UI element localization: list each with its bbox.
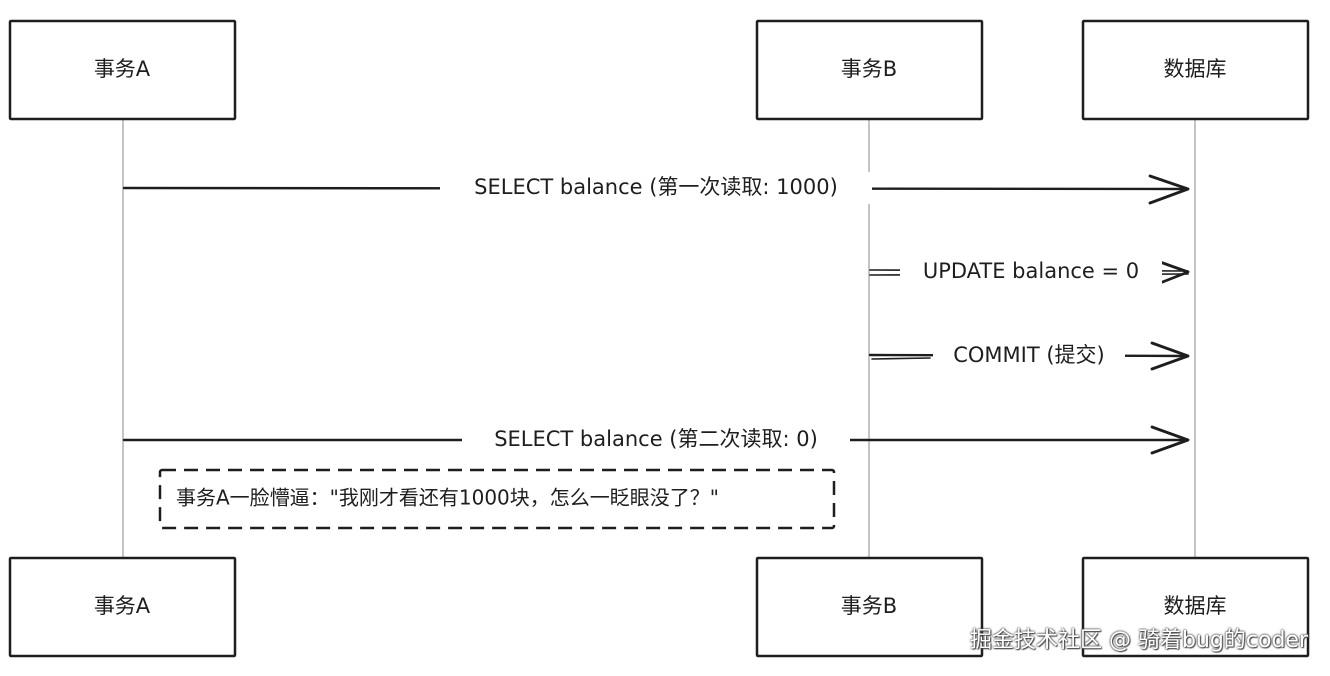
participant-db-bottom: 数据库 — [1081, 556, 1310, 658]
participant-a-bottom-label: 事务A — [94, 594, 151, 618]
message-select-first: SELECT balance (第一次读取: 1000) — [122, 172, 1190, 205]
participant-a-bottom: 事务A — [8, 556, 237, 658]
participant-b-bottom: 事务B — [755, 556, 984, 658]
participant-a-top: 事务A — [8, 19, 237, 121]
message-select-first-label: SELECT balance (第一次读取: 1000) — [474, 175, 838, 199]
message-update: UPDATE balance = 0 — [869, 256, 1190, 288]
participant-db-bottom-label: 数据库 — [1164, 594, 1227, 618]
message-update-label: UPDATE balance = 0 — [923, 259, 1139, 283]
arrow-head-icon — [1158, 260, 1190, 285]
participant-a-top-label: 事务A — [94, 57, 151, 81]
message-commit-label: COMMIT (提交) — [953, 343, 1105, 367]
participant-b-top-label: 事务B — [841, 57, 897, 81]
note-confusion: 事务A一脸懵逼："我刚才看还有1000块，怎么一眨眼没了？" — [158, 468, 836, 530]
arrow-head-icon — [1150, 425, 1190, 455]
arrow-head-icon — [1150, 341, 1190, 371]
participant-b-top: 事务B — [755, 19, 984, 121]
participant-b-bottom-label: 事务B — [841, 594, 897, 618]
participant-db-top: 数据库 — [1081, 19, 1310, 121]
participant-db-top-label: 数据库 — [1164, 57, 1227, 81]
note-confusion-text: 事务A一脸懵逼："我刚才看还有1000块，怎么一眨眼没了？" — [176, 486, 719, 510]
message-select-second-label: SELECT balance (第二次读取: 0) — [494, 427, 818, 451]
message-commit: COMMIT (提交) — [868, 340, 1190, 372]
watermark: 掘金技术社区 @ 骑着bug的coder — [970, 628, 1308, 653]
message-select-second: SELECT balance (第二次读取: 0) — [122, 424, 1190, 456]
arrow-head-icon — [1148, 174, 1190, 205]
